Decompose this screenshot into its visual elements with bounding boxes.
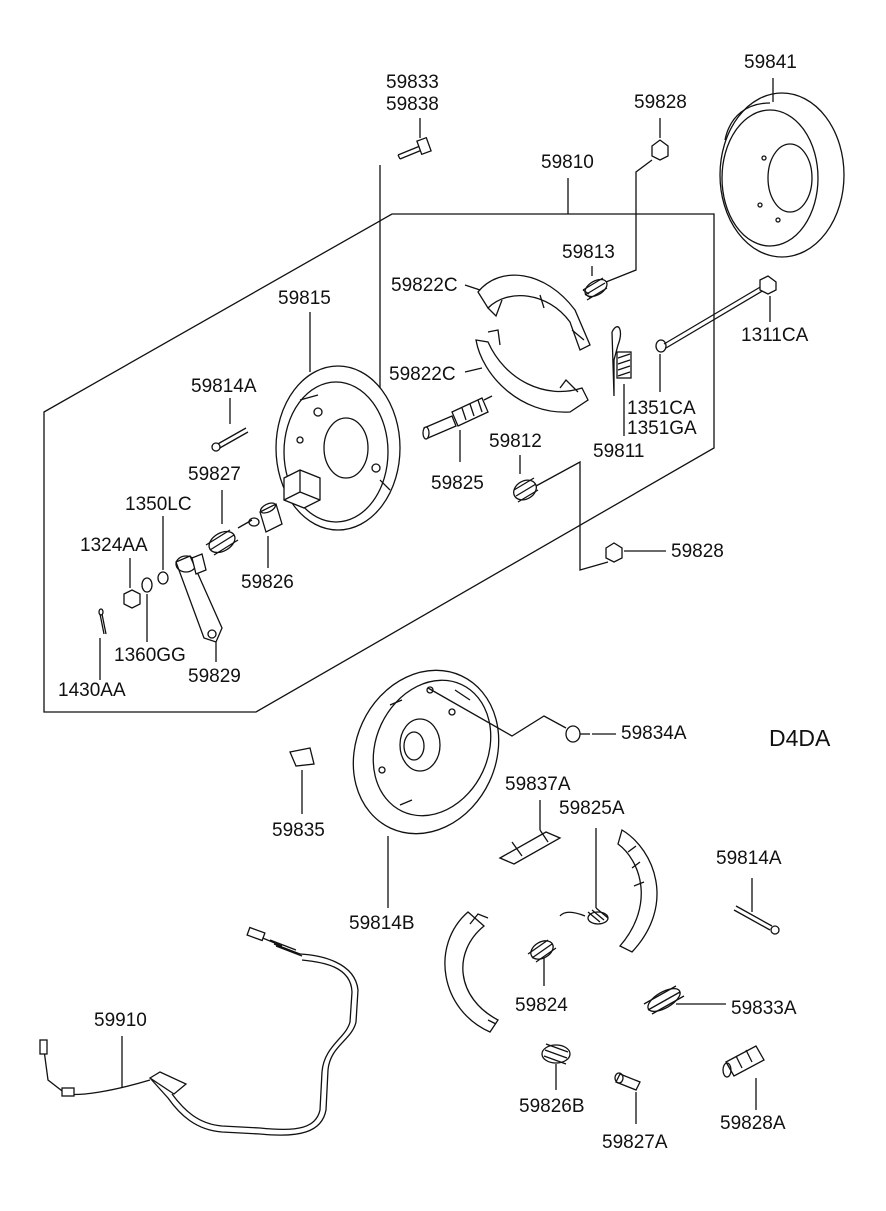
label-59814b: 59814B <box>349 913 415 934</box>
long-bolt <box>655 275 777 353</box>
leader-59822c-1 <box>464 284 481 291</box>
hold-down-pin <box>211 427 249 452</box>
label-1324aa: 1324AA <box>80 535 148 556</box>
label-59815: 59815 <box>278 288 331 309</box>
label-1351ca: 1351CA <box>627 398 696 419</box>
wheel-cylinder <box>422 395 493 440</box>
leader-59822c-2 <box>464 367 483 373</box>
cotter-pin <box>98 608 107 635</box>
hold-down-pin-lower <box>733 905 780 935</box>
label-59837a: 59837A <box>505 774 571 795</box>
return-spring <box>582 277 608 301</box>
brake-shoe-right <box>617 829 658 953</box>
label-1311ca: 1311CA <box>741 325 809 346</box>
brake-drum <box>719 92 845 258</box>
shoe-pin <box>614 1072 641 1091</box>
cylinder-bracket <box>283 469 321 509</box>
plate-bolt <box>565 725 590 743</box>
spring-clip <box>289 747 315 767</box>
label-59822c-2: 59822C <box>389 364 456 385</box>
label-59826b: 59826B <box>519 1096 585 1117</box>
variant-code: D4DA <box>769 725 831 751</box>
lower-return-spring <box>527 939 557 963</box>
label-59838: 59838 <box>386 94 439 115</box>
brake-shoe-upper <box>477 274 591 351</box>
label-59835: 59835 <box>272 820 325 841</box>
leader-59834a <box>427 687 616 737</box>
hold-down-spring <box>611 326 632 397</box>
label-59827a: 59827A <box>602 1132 668 1153</box>
label-59822c-1: 59822C <box>391 275 458 296</box>
label-59828-top: 59828 <box>634 92 687 113</box>
lever-spring <box>205 517 260 556</box>
backing-plate-lower <box>352 669 500 835</box>
backing-plate <box>275 365 401 531</box>
brake-shoe-lower <box>475 329 589 413</box>
lever-nut <box>123 589 141 609</box>
label-59834a: 59834A <box>621 723 687 744</box>
label-1360gg: 1360GG <box>114 645 186 666</box>
label-59833: 59833 <box>386 72 439 93</box>
wheel-cylinder-lower <box>722 1045 765 1078</box>
washer-1360gg <box>141 577 153 593</box>
label-59910: 59910 <box>94 1010 147 1031</box>
adjuster-link <box>498 829 562 865</box>
adjuster-spring <box>513 460 609 571</box>
parking-lever <box>175 553 223 643</box>
adjuster-nut-lower <box>605 542 623 563</box>
label-59810: 59810 <box>541 152 594 173</box>
brake-shoe-left <box>444 911 499 1033</box>
adjuster-nut <box>651 139 669 161</box>
label-59824: 59824 <box>515 995 568 1016</box>
adjuster-spring-lower <box>643 985 685 1015</box>
hold-down-spring-lower <box>541 1043 571 1065</box>
label-59814a: 59814A <box>191 376 257 397</box>
label-59833a: 59833A <box>731 998 797 1019</box>
label-59811: 59811 <box>593 441 645 462</box>
leader-59828-top <box>605 118 661 283</box>
label-59825a: 59825A <box>559 798 625 819</box>
label-59814a-2: 59814A <box>716 848 782 869</box>
label-1430aa: 1430AA <box>58 680 126 701</box>
label-59841: 59841 <box>744 52 797 73</box>
label-1350lc: 1350LC <box>125 494 192 515</box>
label-59812: 59812 <box>489 431 542 452</box>
label-59828a: 59828A <box>720 1113 786 1134</box>
assembly-frame <box>43 213 715 713</box>
label-1351ga: 1351GA <box>627 418 697 439</box>
upper-return-spring <box>559 907 609 925</box>
label-59828-mid: 59828 <box>671 541 724 562</box>
label-59813: 59813 <box>562 242 615 263</box>
cylinder-cap <box>259 502 283 533</box>
label-59827: 59827 <box>188 464 241 485</box>
parking-cable <box>39 926 359 1136</box>
label-59826: 59826 <box>241 572 294 593</box>
washer-1350lc <box>157 571 169 585</box>
label-59829: 59829 <box>188 666 241 687</box>
wheel-bolt <box>397 136 432 160</box>
label-59825: 59825 <box>431 473 484 494</box>
